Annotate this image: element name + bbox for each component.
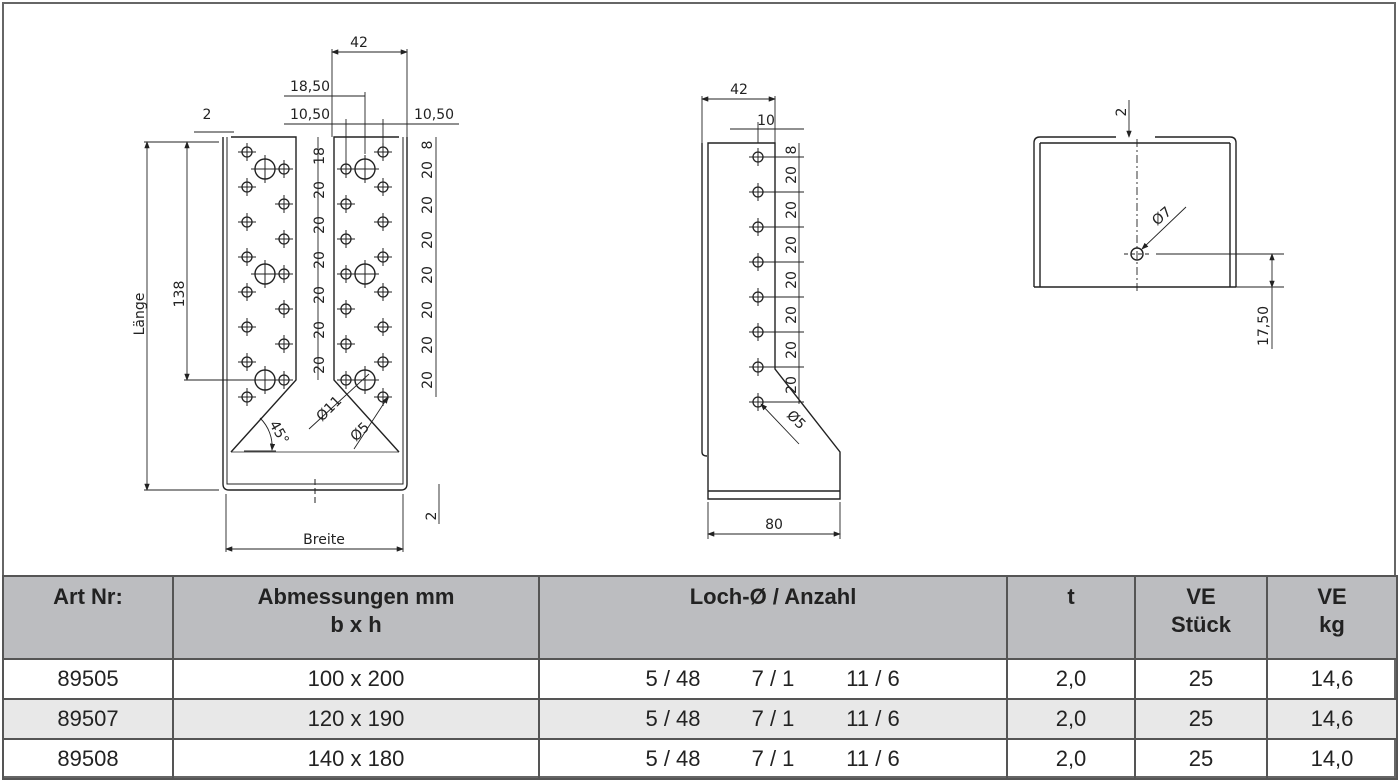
svg-text:20: 20 [784,376,800,394]
cell-ve-kg: 14,0 [1266,738,1398,780]
svg-text:20: 20 [420,301,436,319]
svg-text:20: 20 [784,201,800,219]
cell-art-nr: 89507 [2,698,174,740]
svg-text:18: 18 [312,147,328,165]
header-art-nr: Art Nr: [2,575,174,660]
svg-text:20: 20 [312,181,328,199]
cell-dimensions: 140 x 180 [172,738,540,780]
cell-thickness: 2,0 [1006,658,1136,700]
svg-text:2: 2 [424,512,440,521]
svg-text:Breite: Breite [303,532,345,548]
cell-ve-kg: 14,6 [1266,698,1398,740]
svg-text:20: 20 [784,271,800,289]
svg-text:80: 80 [765,517,783,533]
side-view [701,142,841,500]
svg-text:20: 20 [784,306,800,324]
svg-text:20: 20 [312,251,328,269]
cell-dimensions: 120 x 190 [172,698,540,740]
svg-text:8: 8 [784,146,800,155]
svg-text:138: 138 [172,281,188,308]
front-left-holes [237,142,294,407]
header-holes: Loch-Ø / Anzahl [538,575,1008,660]
cell-ve-pieces: 25 [1134,658,1268,700]
svg-text:20: 20 [420,266,436,284]
cell-thickness: 2,0 [1006,698,1136,740]
cell-ve-kg: 14,6 [1266,658,1398,700]
svg-text:20: 20 [312,356,328,374]
svg-text:20: 20 [420,196,436,214]
svg-text:Länge: Länge [132,293,148,336]
front-dimension-lines [144,49,459,552]
svg-text:42: 42 [350,35,368,51]
svg-text:Ø5: Ø5 [783,408,808,433]
cell-ve-pieces: 25 [1134,738,1268,780]
svg-text:20: 20 [420,371,436,389]
svg-text:20: 20 [312,216,328,234]
svg-text:2: 2 [203,107,212,123]
svg-text:20: 20 [312,321,328,339]
technical-drawing-area: 42 18,50 10,50 10,50 2 Länge 138 Breite … [4,4,1394,577]
cell-art-nr: 89508 [2,738,174,780]
svg-text:10,50: 10,50 [414,107,454,123]
svg-text:17,50: 17,50 [1256,306,1272,346]
top-dimension-lines [1126,100,1284,349]
svg-text:20: 20 [420,231,436,249]
svg-text:20: 20 [312,286,328,304]
svg-text:10,50: 10,50 [290,107,330,123]
cell-art-nr: 89505 [2,658,174,700]
svg-text:2: 2 [1114,108,1130,117]
side-view-holes [748,147,768,412]
svg-text:20: 20 [420,336,436,354]
svg-text:20: 20 [784,341,800,359]
svg-text:20: 20 [784,236,800,254]
svg-text:10: 10 [757,113,775,129]
svg-text:20: 20 [784,166,800,184]
svg-text:18,50: 18,50 [290,79,330,95]
svg-text:Ø5: Ø5 [348,419,373,444]
front-view [222,136,408,504]
svg-text:42: 42 [730,82,748,98]
side-dimension-labels: 42 10 8 20 20 20 20 20 20 20 Ø5 80 [730,82,808,533]
header-thickness: t [1006,575,1136,660]
cell-thickness: 2,0 [1006,738,1136,780]
side-dimension-lines [701,96,841,539]
front-dimension-labels: 42 18,50 10,50 10,50 2 Länge 138 Breite … [132,35,454,548]
svg-text:45°: 45° [266,418,292,448]
svg-text:Ø7: Ø7 [1149,204,1175,229]
cell-ve-pieces: 25 [1134,698,1268,740]
svg-text:8: 8 [420,141,436,150]
top-view [1033,136,1237,294]
svg-text:20: 20 [420,161,436,179]
front-right-holes [336,142,393,407]
cell-dimensions: 100 x 200 [172,658,540,700]
technical-drawing: 42 18,50 10,50 10,50 2 Länge 138 Breite … [132,35,1284,552]
